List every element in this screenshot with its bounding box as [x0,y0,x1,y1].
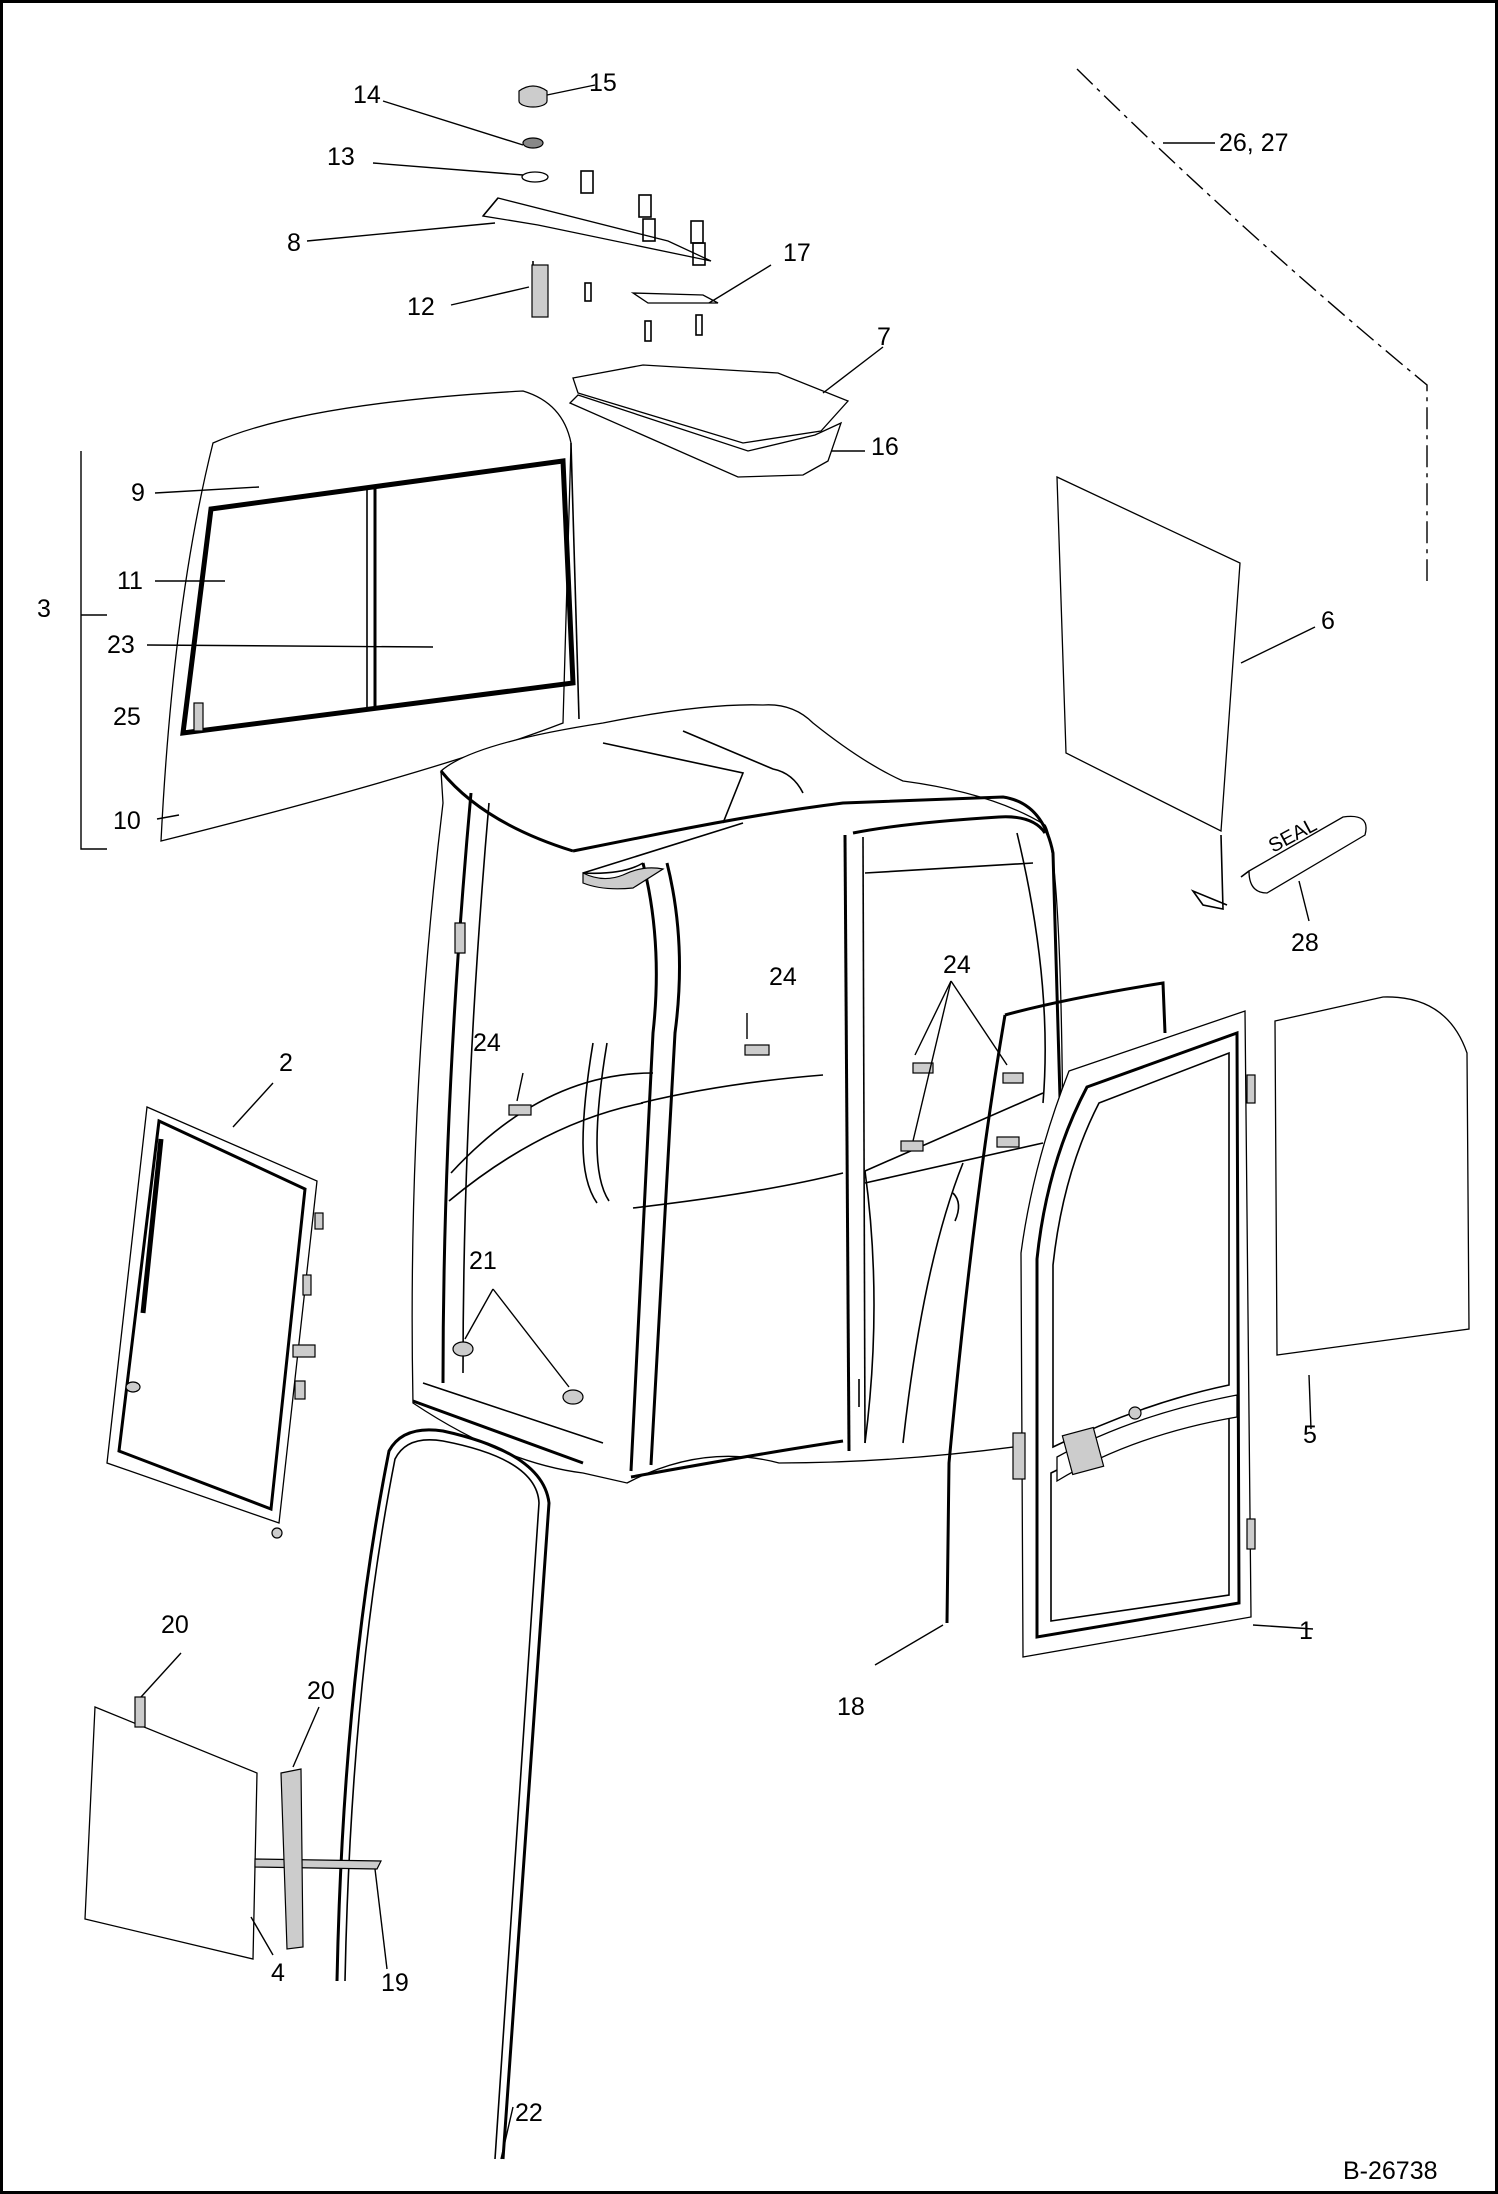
callout-10: 10 [113,807,141,835]
callout-2: 2 [279,1049,293,1077]
leader-lines [140,84,1316,2160]
front-assembly-bracket [80,451,107,850]
callout-18: 18 [837,1693,865,1721]
lower-glass-seal [254,1768,382,1950]
front-window-assembly [160,390,580,842]
callout-24b: 24 [769,963,797,991]
callout-7: 7 [877,323,891,351]
cab-exploded-view: SEAL [80,68,1470,2160]
callout-16: 16 [871,433,899,461]
callout-17: 17 [783,239,811,267]
drawing-reference-number: B-26738 [1343,2157,1438,2185]
callout-9: 9 [131,479,145,507]
callout-14: 14 [353,81,381,109]
roof-window-glass [568,364,850,478]
cab-frame [411,704,1065,1484]
callout-20b: 20 [307,1677,335,1705]
cover-plate-assembly [481,85,719,342]
callout-28: 28 [1291,929,1319,957]
callout-20a: 20 [161,1611,189,1639]
door-seal [945,981,1167,1624]
left-side-window [106,1106,324,1539]
callout-21: 21 [469,1247,497,1275]
callout-22: 22 [515,2099,543,2127]
sealant-tube: SEAL [1240,814,1367,894]
cab-door [1012,1010,1256,1658]
callout-1: 1 [1299,1617,1313,1645]
callout-6: 6 [1321,607,1335,635]
callout-11: 11 [117,567,143,595]
callout-3: 3 [37,595,51,623]
callout-15: 15 [589,69,617,97]
windshield-seal [335,1428,551,2160]
lower-window-glass [84,1696,258,1960]
callout-25: 25 [113,703,141,731]
callout-8: 8 [287,229,301,257]
callout-12: 12 [407,293,435,321]
callout-13: 13 [327,143,355,171]
cable-hose-line [1076,68,1428,581]
callout-26-27: 26, 27 [1219,129,1289,157]
callout-24c: 24 [943,951,971,979]
right-side-rear-glass [1056,475,1241,910]
callout-5: 5 [1303,1421,1317,1449]
callout-19: 19 [381,1969,409,1997]
callout-4: 4 [271,1959,285,1987]
callout-23: 23 [107,631,135,659]
door-glass [1274,996,1470,1356]
callout-24a: 24 [473,1029,501,1057]
